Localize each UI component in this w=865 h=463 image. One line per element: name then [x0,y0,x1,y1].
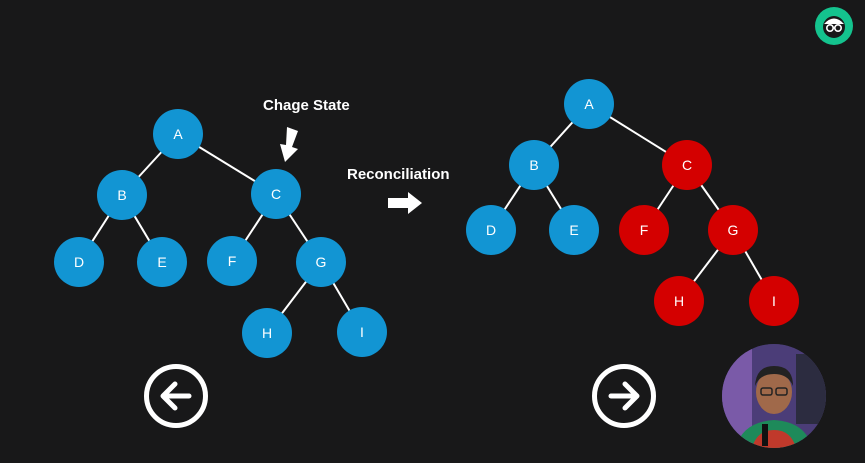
before-node-a: A [153,109,203,159]
after-node-a: A [564,79,614,129]
coder-avatar-logo-icon [815,7,853,45]
before-node-c: C [251,169,301,219]
before-node-i: I [337,307,387,357]
prev-slide-button[interactable] [144,364,208,428]
change-state-label: Chage State [263,97,350,114]
presenter-webcam [722,344,826,448]
after-node-d: D [466,205,516,255]
arrow-right-icon [608,381,640,411]
next-slide-button[interactable] [592,364,656,428]
after-node-c: C [662,140,712,190]
after-node-g: G [708,205,758,255]
before-node-f: F [207,236,257,286]
before-node-b: B [97,170,147,220]
before-node-e: E [137,237,187,287]
reconciliation-label: Reconciliation [347,166,450,183]
after-node-b: B [509,140,559,190]
before-node-d: D [54,237,104,287]
after-node-i: I [749,276,799,326]
after-node-h: H [654,276,704,326]
arrow-left-icon [160,381,192,411]
after-node-f: F [619,205,669,255]
before-node-h: H [242,308,292,358]
arrow-down-icon [280,127,298,162]
after-node-e: E [549,205,599,255]
arrow-right-icon [388,192,422,214]
before-node-g: G [296,237,346,287]
